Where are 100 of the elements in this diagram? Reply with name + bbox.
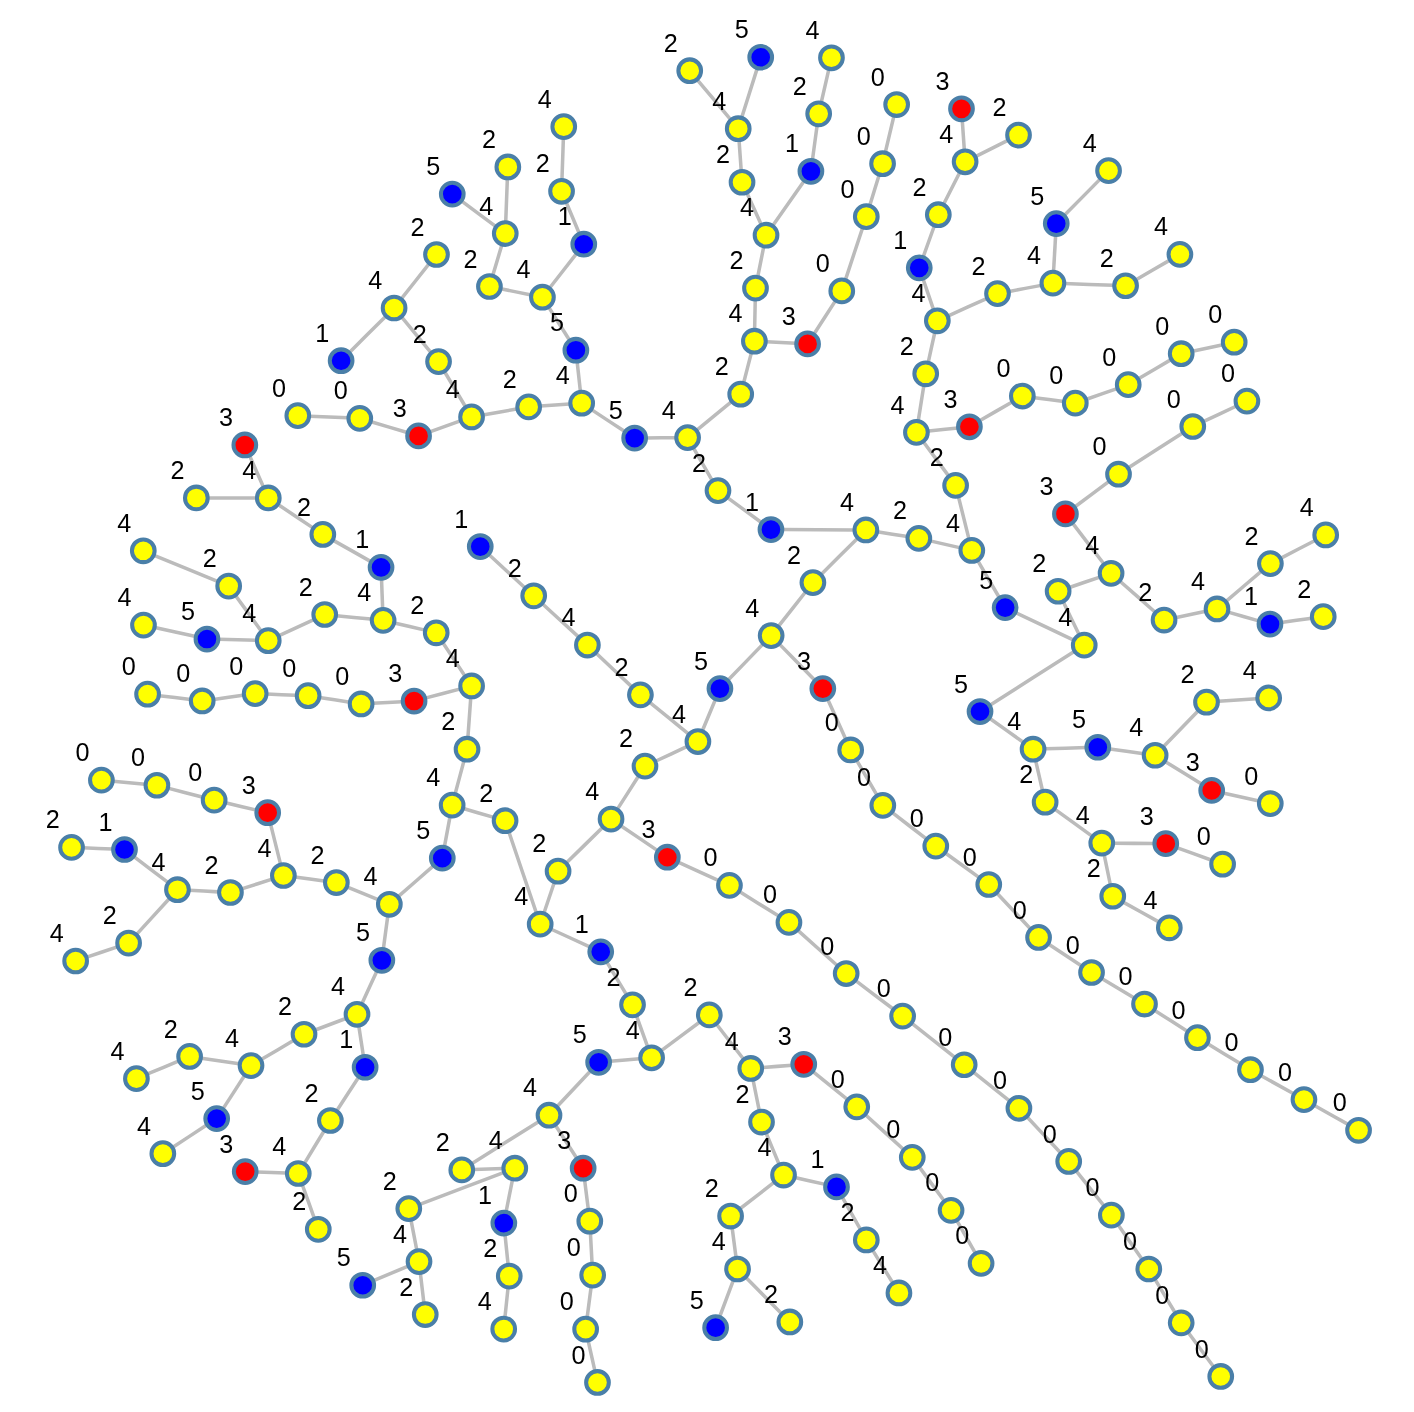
node-circle	[1114, 371, 1142, 398]
connector	[428, 419, 461, 434]
connector	[1227, 610, 1259, 623]
node-label: 0	[1224, 1027, 1239, 1056]
node-label: 2	[531, 829, 546, 858]
node-circle	[143, 771, 170, 799]
node-circle	[231, 1158, 259, 1185]
node-label: 0	[130, 743, 145, 772]
node-label: 0	[819, 931, 834, 960]
connector	[276, 503, 314, 530]
node-circle	[1031, 788, 1058, 816]
connector	[870, 1249, 894, 1284]
node-label: 0	[992, 1066, 1007, 1095]
connector	[917, 1165, 945, 1202]
connector	[546, 306, 571, 341]
node-circle	[923, 307, 951, 335]
node-circle	[283, 402, 311, 429]
connector	[370, 420, 408, 435]
node-label: 4	[739, 193, 754, 222]
node-circle	[723, 1255, 751, 1283]
node-circle	[327, 347, 354, 375]
node-circle	[957, 537, 985, 564]
node-label: 2	[296, 492, 311, 521]
node-circle	[728, 168, 755, 196]
node-label: 5	[1029, 181, 1044, 210]
node-label: 2	[435, 1128, 450, 1157]
node-label: 2	[382, 1166, 397, 1195]
node-circle	[290, 1020, 317, 1048]
node-circle	[424, 348, 452, 375]
node-circle	[253, 799, 281, 827]
connector	[1313, 1103, 1349, 1126]
node-label: 2	[507, 553, 522, 582]
connector	[744, 192, 763, 225]
node-circle	[583, 1369, 611, 1396]
node-circle	[941, 472, 969, 499]
connector	[883, 115, 896, 153]
node-circle	[868, 150, 896, 178]
connector	[240, 877, 273, 891]
connector	[1014, 610, 1074, 642]
node-circle	[308, 521, 336, 548]
node-circle	[367, 554, 394, 581]
node-circle	[1130, 990, 1158, 1018]
node-circle	[1098, 882, 1126, 910]
connector	[440, 641, 466, 677]
node-circle	[1097, 559, 1124, 587]
node-circle	[122, 1065, 150, 1092]
connector	[486, 552, 526, 589]
node-circle	[757, 622, 784, 649]
connector	[743, 1276, 782, 1315]
node-circle	[1104, 460, 1132, 488]
node-circle	[937, 1197, 964, 1224]
node-label: 0	[1194, 1334, 1209, 1363]
node-circle	[1206, 1363, 1234, 1390]
node-label: 2	[412, 319, 427, 348]
node-label: 2	[691, 448, 706, 477]
connector	[1259, 1073, 1295, 1096]
connector	[915, 384, 926, 422]
node-label: 3	[640, 815, 655, 844]
connector	[540, 602, 580, 639]
node-label: 4	[890, 390, 905, 419]
node-label: 2	[971, 251, 986, 280]
node-label: 0	[815, 249, 830, 278]
node-label: 2	[204, 850, 219, 879]
node-circle	[526, 910, 554, 938]
connector	[840, 1196, 862, 1231]
connector	[212, 693, 243, 702]
node-circle	[1167, 340, 1195, 368]
node-label: 4	[1057, 603, 1072, 632]
node-label: 4	[757, 1133, 772, 1162]
node-label: 2	[303, 1078, 318, 1107]
node-circle	[1311, 521, 1339, 549]
connector	[314, 1016, 346, 1032]
node-label: 0	[1207, 300, 1222, 329]
node-label: 2	[729, 246, 744, 275]
node-circle	[1083, 733, 1111, 761]
node-circle	[569, 1154, 596, 1182]
node-label: 3	[777, 1022, 792, 1051]
node-label: 2	[892, 496, 907, 525]
node-label: 0	[1042, 1119, 1057, 1148]
node-circle	[637, 1044, 665, 1072]
node-label: 4	[560, 603, 575, 632]
connector	[771, 180, 806, 227]
connector	[738, 890, 780, 918]
node-circle	[133, 680, 161, 708]
node-label: 4	[910, 278, 925, 307]
node-label: 5	[734, 15, 749, 44]
node-label: 4	[49, 919, 64, 948]
node-label: 3	[942, 384, 958, 413]
node-label: 1	[574, 909, 589, 938]
connector	[302, 1129, 326, 1165]
node-circle	[1111, 272, 1139, 300]
node-circle	[129, 611, 157, 639]
node-circle	[1039, 269, 1066, 297]
node-circle	[842, 1093, 870, 1121]
connector	[811, 1070, 849, 1101]
node-label: 0	[1065, 930, 1080, 959]
node-circle	[457, 403, 485, 431]
node-label: 0	[1154, 1280, 1169, 1309]
node-label: 4	[1242, 656, 1257, 684]
node-circle	[528, 283, 556, 311]
